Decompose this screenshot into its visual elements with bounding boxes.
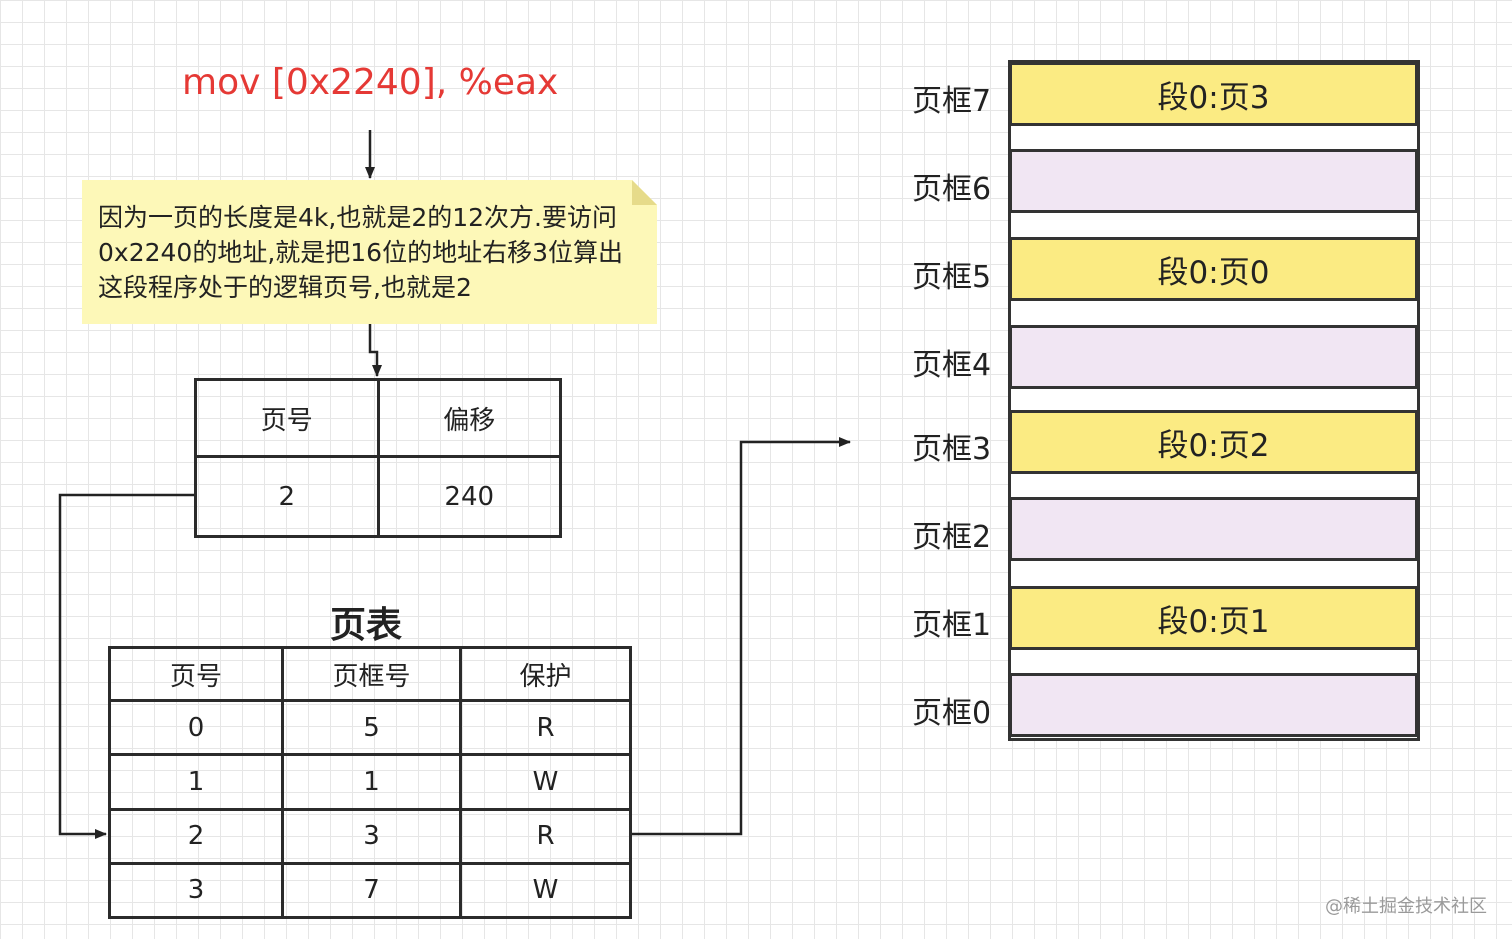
frame-label-5: 页框5 <box>912 260 992 295</box>
table-cell: 3 <box>108 861 284 920</box>
offset-value: 240 <box>376 455 562 538</box>
table-row: 2 3 R <box>108 807 632 865</box>
frame-label-3: 页框3 <box>912 432 992 467</box>
page-table-header: 保护 <box>459 646 632 702</box>
watermark: @稀土掘金技术社区 <box>1325 896 1487 917</box>
page-number-to-table-arrow <box>58 493 194 839</box>
frame-slot-6 <box>1009 149 1418 213</box>
frame-slot-0 <box>1009 673 1418 737</box>
address-value-row: 2 240 <box>194 455 562 538</box>
table-row: 0 5 R <box>108 698 632 757</box>
frame-label-4: 页框4 <box>912 348 992 383</box>
page-table: 页号 页框号 保护 0 5 R 1 1 W 2 3 R 3 7 W <box>108 646 632 920</box>
page-table-header: 页号 <box>108 646 284 702</box>
frame-slot-4 <box>1009 325 1418 389</box>
table-cell: R <box>459 698 632 757</box>
table-cell: 0 <box>108 698 284 757</box>
table-row: 3 7 W <box>108 861 632 920</box>
table-cell: 7 <box>281 861 462 920</box>
note-to-address-arrow <box>368 324 382 377</box>
frame-label-0: 页框0 <box>912 696 992 731</box>
table-cell: 3 <box>281 807 462 865</box>
table-cell: 1 <box>281 753 462 811</box>
table-row: 1 1 W <box>108 753 632 811</box>
page-table-header-row: 页号 页框号 保护 <box>108 646 632 702</box>
table-cell: W <box>459 753 632 811</box>
note-box: 因为一页的长度是4k,也就是2的12次方.要访问0x2240的地址,就是把16位… <box>82 180 657 324</box>
instruction-text: mov [0x2240], %eax <box>182 62 559 103</box>
frame-slot-2 <box>1009 497 1418 561</box>
frame-slot-3: 段0:页2 <box>1009 410 1418 474</box>
table-cell: 5 <box>281 698 462 757</box>
frame-slot-5: 段0:页0 <box>1009 237 1418 301</box>
page-table-title: 页表 <box>330 605 403 646</box>
offset-header: 偏移 <box>376 378 562 458</box>
table-to-frame-arrow <box>632 437 851 836</box>
address-header-row: 页号 偏移 <box>194 378 562 458</box>
table-cell: 2 <box>108 807 284 865</box>
frame-slot-1: 段0:页1 <box>1009 586 1418 650</box>
address-split-table: 页号 偏移 2 240 <box>194 378 562 538</box>
note-shape <box>82 180 657 324</box>
frame-label-1: 页框1 <box>912 608 992 643</box>
frame-label-7: 页框7 <box>912 84 992 119</box>
table-cell: 1 <box>108 753 284 811</box>
page-number-header: 页号 <box>194 378 380 458</box>
table-cell: R <box>459 807 632 865</box>
frame-slot-7: 段0:页3 <box>1009 62 1418 126</box>
frame-label-2: 页框2 <box>912 520 992 555</box>
note-text: 因为一页的长度是4k,也就是2的12次方.要访问0x2240的地址,就是把16位… <box>98 203 623 302</box>
page-table-header: 页框号 <box>281 646 462 702</box>
frame-label-6: 页框6 <box>912 172 992 207</box>
table-cell: W <box>459 861 632 920</box>
page-number-value: 2 <box>194 455 380 538</box>
